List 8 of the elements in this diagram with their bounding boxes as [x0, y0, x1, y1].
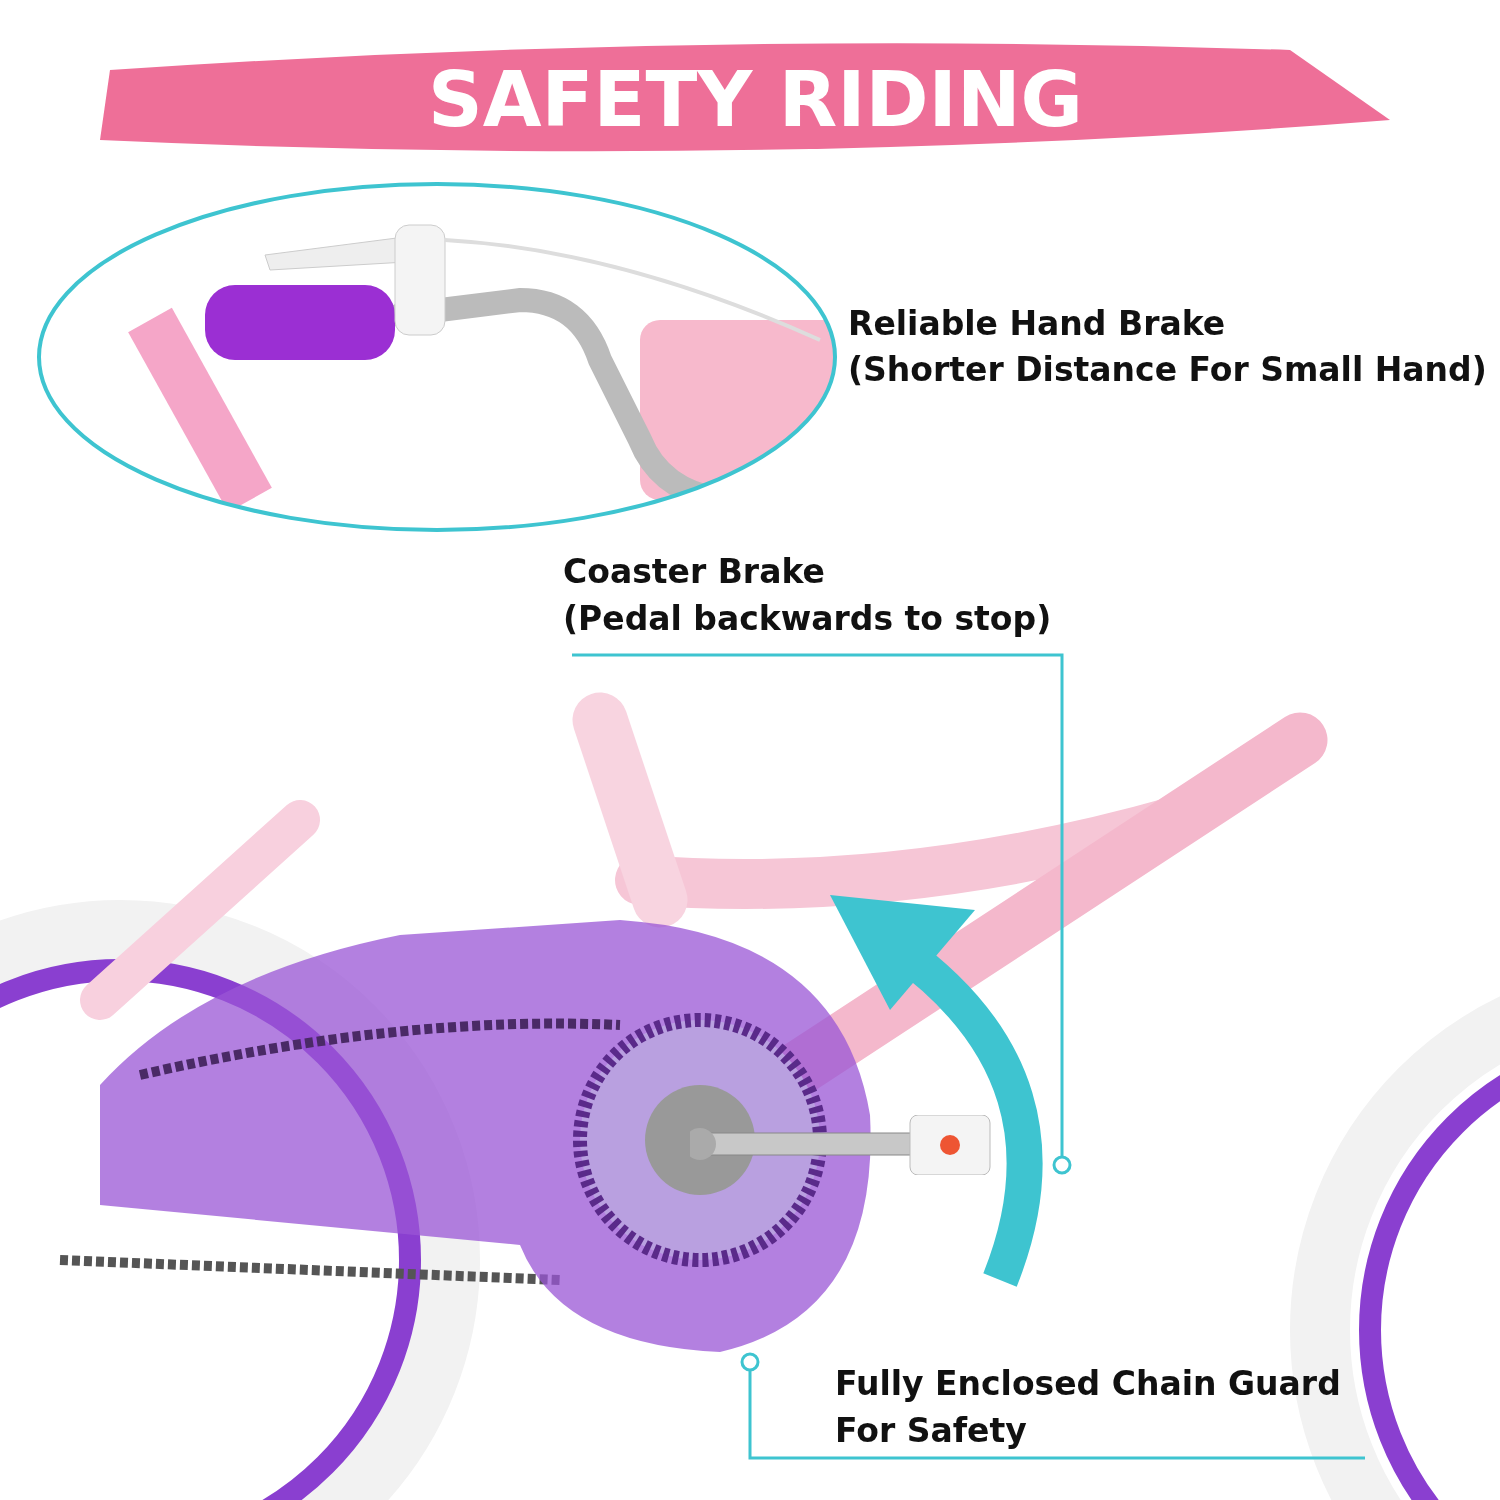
leader-line: [572, 653, 1072, 1175]
callout-text: Reliable Hand Brake: [848, 303, 1226, 345]
callout-text: (Shorter Distance For Small Hand): [848, 349, 1487, 391]
callout-text: Fully Enclosed Chain Guard For Safety: [835, 1363, 1342, 1452]
leader-line: [740, 1352, 1365, 1460]
callout-text: (Pedal backwards to stop): [563, 598, 1053, 640]
title: SAFETY RIDING: [428, 58, 1083, 142]
callout-heading: Coaster Brake: [563, 551, 826, 593]
